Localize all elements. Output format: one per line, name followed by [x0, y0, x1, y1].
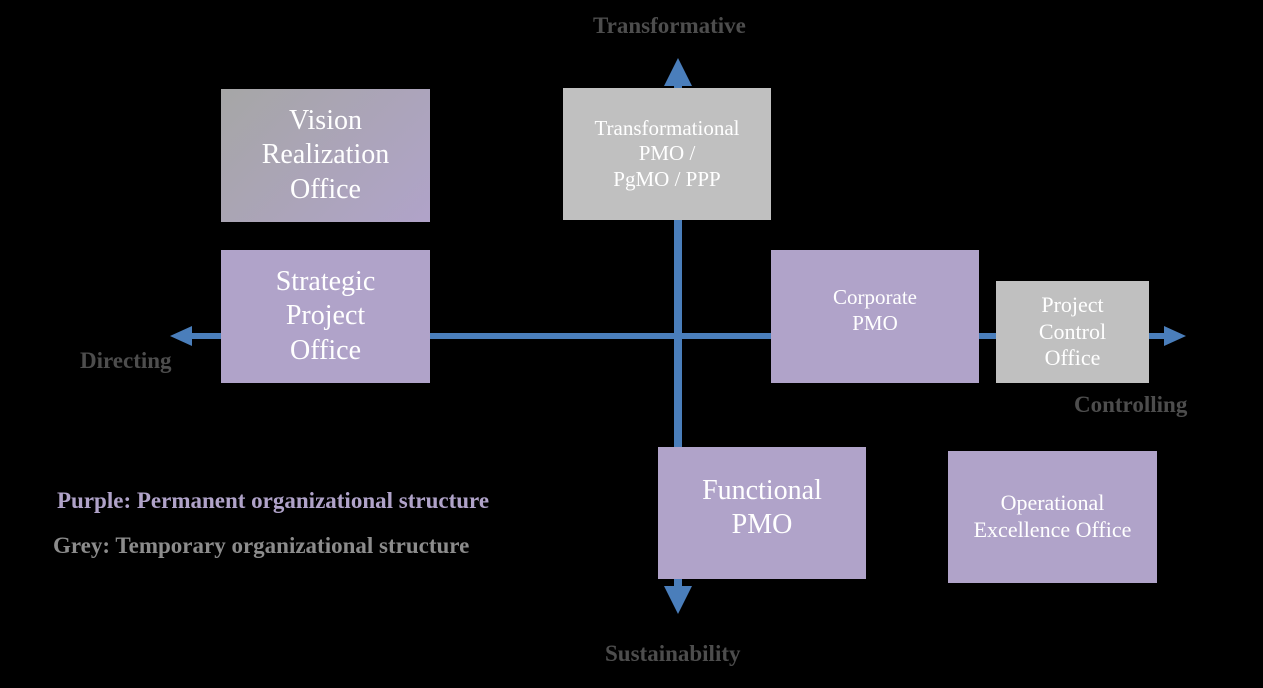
corporate-pmo-box: Corporate PMO: [771, 250, 979, 383]
strategic-project-office-box: Strategic Project Office: [221, 250, 430, 383]
legend-temporary: Grey: Temporary organizational structure: [53, 533, 470, 558]
axis-label-controlling: Controlling: [1074, 392, 1188, 417]
right-arrow-icon: [1164, 326, 1186, 346]
axis-label-transformative: Transformative: [593, 13, 746, 38]
down-arrow-icon: [664, 586, 692, 614]
project-control-office-box: Project Control Office: [996, 281, 1149, 383]
functional-pmo-box: Functional PMO: [658, 447, 866, 579]
transformational-pmo-box: Transformational PMO / PgMO / PPP: [563, 88, 771, 220]
axis-label-directing: Directing: [80, 348, 172, 373]
axis-label-sustainability: Sustainability: [605, 641, 741, 666]
operational-excellence-office-box: Operational Excellence Office: [948, 451, 1157, 583]
up-arrow-icon: [664, 58, 692, 86]
legend-permanent: Purple: Permanent organizational structu…: [57, 488, 490, 513]
left-arrow-icon: [170, 326, 192, 346]
vision-realization-office-box: Vision Realization Office: [221, 89, 430, 222]
